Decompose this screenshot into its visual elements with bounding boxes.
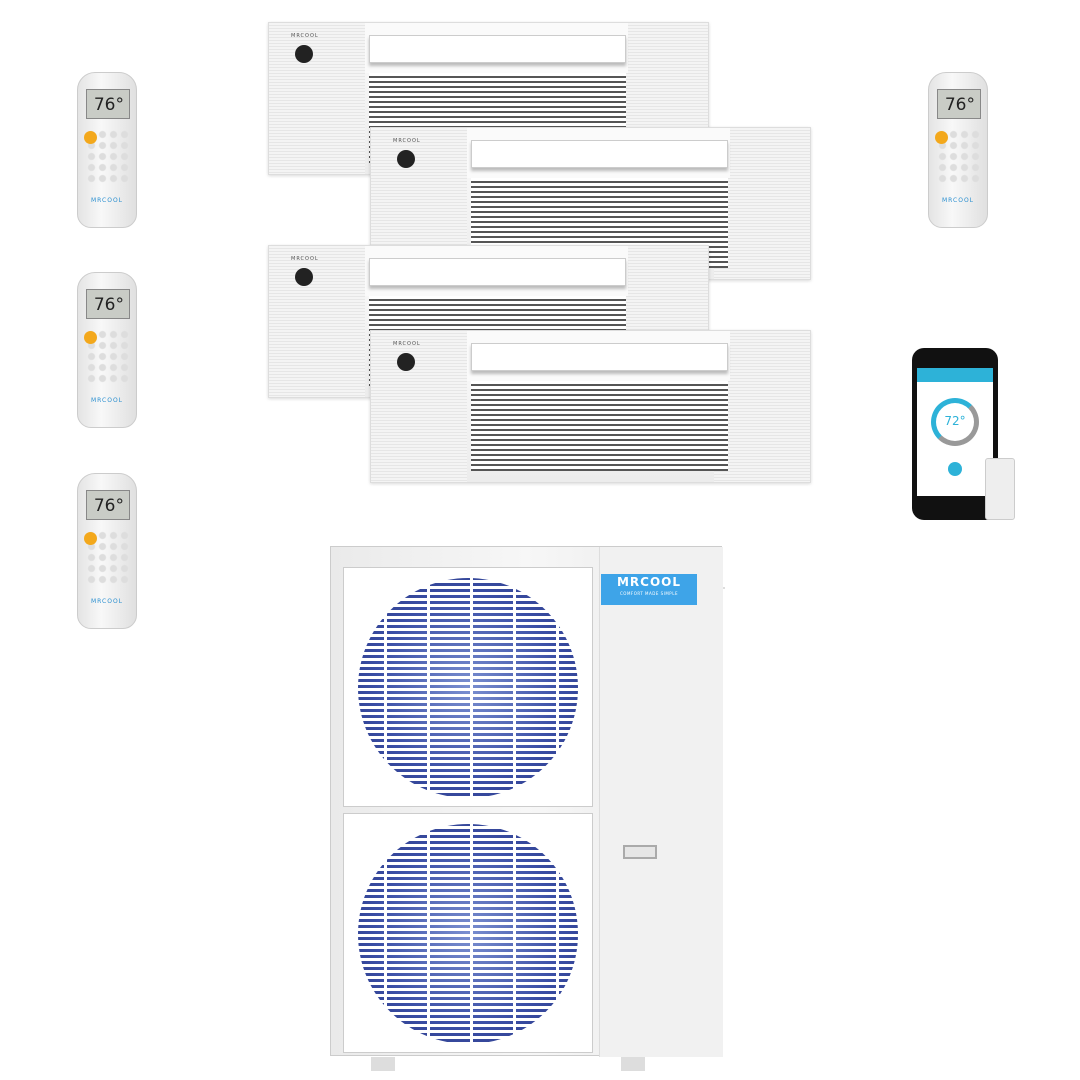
remote-control: 76° MRCOOL [928, 72, 988, 228]
outdoor-condenser-unit: MRCOOL COMFORT MADE SIMPLE [330, 546, 725, 1071]
power-button-icon [935, 131, 948, 144]
power-button-icon [84, 532, 97, 545]
fan-panel-top [343, 567, 593, 807]
remote-display: 76° [86, 490, 130, 520]
sensor-icon [397, 353, 415, 371]
sensor-icon [295, 268, 313, 286]
louver [471, 140, 728, 168]
power-button-icon [84, 331, 97, 344]
unit-logo: MRCOOL [393, 341, 421, 347]
remote-control: 76° MRCOOL [77, 473, 137, 629]
unit-logo: MRCOOL [291, 256, 319, 262]
grille [471, 381, 728, 471]
brand-logo: MRCOOL [616, 575, 682, 589]
louver [369, 35, 626, 63]
remote-logo: MRCOOL [90, 397, 124, 404]
foot [371, 1057, 395, 1071]
remote-display: 76° [86, 289, 130, 319]
louver [369, 258, 626, 286]
remote-logo: MRCOOL [90, 598, 124, 605]
remote-logo: MRCOOL [90, 197, 124, 204]
brand-tagline: COMFORT MADE SIMPLE [620, 591, 678, 596]
foot [621, 1057, 645, 1071]
cassette-unit: MRCOOL [370, 330, 811, 483]
brand-badge: MRCOOL COMFORT MADE SIMPLE [601, 574, 697, 605]
louver [471, 343, 728, 371]
fan-panel-bottom [343, 813, 593, 1053]
sensor-icon [295, 45, 313, 63]
smartphone-app: 72° [912, 348, 998, 520]
service-panel [599, 547, 723, 1057]
wifi-dongle [985, 458, 1015, 520]
temperature-gauge [931, 398, 979, 446]
unit-logo: MRCOOL [291, 33, 319, 39]
remote-display: 76° [86, 89, 130, 119]
unit-logo: MRCOOL [393, 138, 421, 144]
app-screen: 72° [917, 368, 993, 496]
remote-control: 76° MRCOOL [77, 272, 137, 428]
power-icon [948, 462, 962, 476]
remote-display: 76° [937, 89, 981, 119]
handle [623, 845, 657, 859]
remote-control: 76° MRCOOL [77, 72, 137, 228]
app-header [917, 368, 993, 382]
remote-logo: MRCOOL [941, 197, 975, 204]
power-button-icon [84, 131, 97, 144]
app-temperature: 72° [944, 414, 966, 428]
sensor-icon [397, 150, 415, 168]
